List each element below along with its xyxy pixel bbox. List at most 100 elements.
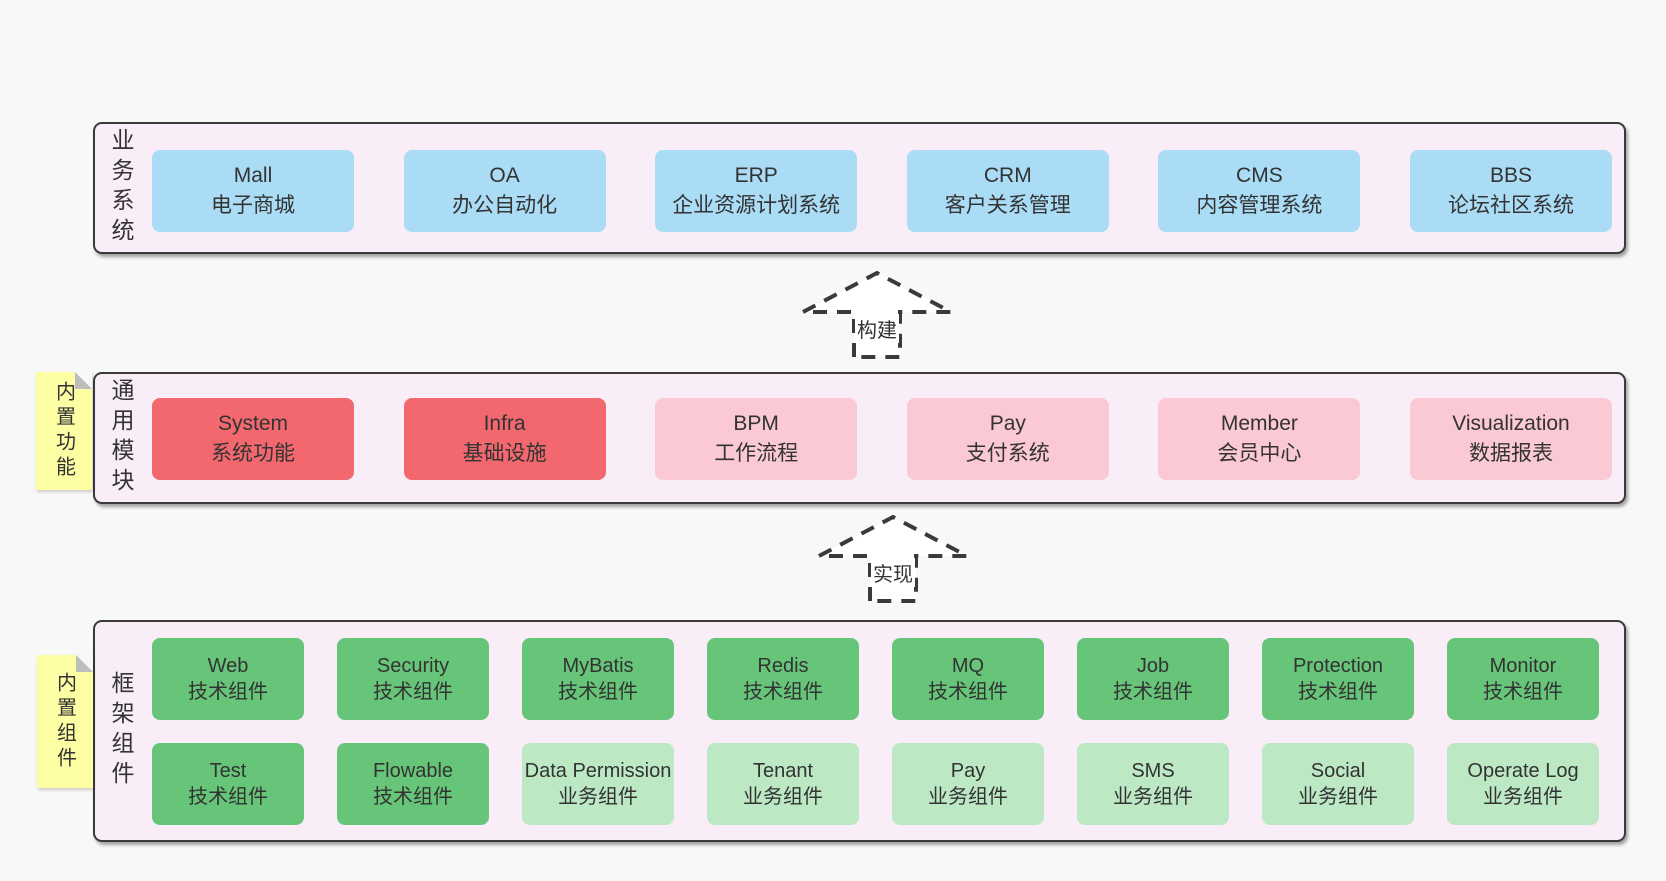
module-box-mq: MQ 技术组件	[892, 638, 1044, 720]
module-subtitle: 业务组件	[558, 786, 638, 808]
module-title: BBS	[1489, 164, 1532, 187]
layer-business-label: 业务系统	[108, 128, 134, 248]
module-box-pay: Pay 支付系统	[906, 398, 1109, 480]
module-title: Data Permission	[524, 760, 672, 782]
module-title: Mall	[233, 164, 273, 187]
module-box-infra: Infra 基础设施	[403, 398, 606, 480]
module-subtitle: 业务组件	[743, 786, 823, 808]
arrow-build-label: 构建	[855, 314, 899, 343]
module-subtitle: 内容管理系统	[1196, 194, 1323, 217]
module-title: Member	[1220, 412, 1298, 435]
module-subtitle: 业务组件	[1483, 786, 1563, 808]
module-subtitle: 业务组件	[1298, 786, 1378, 808]
module-title: Infra	[483, 412, 526, 435]
layer-common-modules: 通用模块 System 系统功能 Infra 基础设施 BPM 工作流程 Pay 支付系统 Me…	[93, 372, 1626, 504]
module-subtitle: 技术组件	[188, 786, 268, 808]
sticky-fold-icon	[76, 655, 93, 672]
module-box-crm: CRM 客户关系管理	[906, 150, 1109, 232]
module-subtitle: 系统功能	[211, 442, 295, 465]
module-box-web: Web 技术组件	[152, 638, 304, 720]
module-title: OA	[489, 164, 520, 187]
module-box-cms: CMS 内容管理系统	[1158, 150, 1361, 232]
layer-framework-label: 框架组件	[108, 671, 134, 791]
module-title: System	[217, 412, 288, 435]
module-box-protection: Protection 技术组件	[1262, 638, 1414, 720]
sticky-builtin-components-label: 内置组件	[53, 671, 76, 772]
module-box-bpm: BPM 工作流程	[655, 398, 858, 480]
module-box-visualization: Visualization 数据报表	[1409, 398, 1612, 480]
module-subtitle: 技术组件	[373, 786, 453, 808]
module-subtitle: 技术组件	[743, 681, 823, 703]
module-title: Redis	[757, 655, 809, 677]
arrow-implement-label: 实现	[871, 558, 915, 587]
arrow-build: 构建	[797, 268, 957, 361]
module-subtitle: 技术组件	[1483, 681, 1563, 703]
module-box-job: Job 技术组件	[1077, 638, 1229, 720]
module-title: SMS	[1131, 760, 1175, 782]
module-title: Web	[207, 655, 249, 677]
module-box-data-permission: Data Permission 业务组件	[522, 743, 674, 825]
module-subtitle: 客户关系管理	[944, 194, 1071, 217]
module-title: Pay	[950, 760, 986, 782]
module-title: Security	[376, 655, 450, 677]
module-title: ERP	[734, 164, 778, 187]
sticky-fold-icon	[75, 372, 92, 389]
module-subtitle: 支付系统	[965, 442, 1050, 465]
module-subtitle: 业务组件	[928, 786, 1008, 808]
module-title: Job	[1136, 655, 1170, 677]
module-title: Pay	[989, 412, 1026, 435]
module-subtitle: 会员中心	[1217, 442, 1302, 465]
module-box-system: System 系统功能	[152, 398, 354, 480]
module-box-social: Social 业务组件	[1262, 743, 1414, 825]
module-subtitle: 技术组件	[188, 681, 268, 703]
module-box-member: Member 会员中心	[1158, 398, 1361, 480]
module-subtitle: 技术组件	[1113, 681, 1193, 703]
sticky-note-builtin-features: 内置功能	[36, 372, 92, 490]
module-box-bbs: BBS 论坛社区系统	[1409, 150, 1612, 232]
module-subtitle: 技术组件	[558, 681, 638, 703]
module-box-test: Test 技术组件	[152, 743, 304, 825]
module-subtitle: 技术组件	[373, 681, 453, 703]
module-box-erp: ERP 企业资源计划系统	[655, 150, 858, 232]
module-title: Test	[209, 760, 247, 782]
module-subtitle: 企业资源计划系统	[672, 194, 841, 217]
module-title: MQ	[951, 655, 985, 677]
module-subtitle: 基础设施	[462, 442, 547, 465]
module-subtitle: 技术组件	[928, 681, 1008, 703]
common-module-row: System 系统功能 Infra 基础设施 BPM 工作流程 Pay 支付系统 Member 会…	[152, 398, 1612, 480]
layer-business-systems: 业务系统 Mall 电子商城 OA 办公自动化 ERP 企业资源计划系统 CRM 客户关系管理…	[93, 122, 1626, 254]
module-subtitle: 工作流程	[714, 442, 799, 465]
arrow-implement: 实现	[813, 512, 973, 605]
module-title: Protection	[1292, 655, 1384, 677]
module-subtitle: 技术组件	[1298, 681, 1378, 703]
module-title: Tenant	[752, 760, 814, 782]
module-title: Social	[1310, 760, 1366, 782]
module-box-operate-log: Operate Log 业务组件	[1447, 743, 1599, 825]
module-title: CRM	[983, 164, 1032, 187]
module-box-pay: Pay 业务组件	[892, 743, 1044, 825]
module-box-security: Security 技术组件	[337, 638, 489, 720]
module-title: Operate Log	[1467, 760, 1579, 782]
module-box-mybatis: MyBatis 技术组件	[522, 638, 674, 720]
layer-common-label: 通用模块	[108, 378, 134, 498]
module-title: Monitor	[1489, 655, 1557, 677]
module-title: MyBatis	[562, 655, 634, 677]
module-title: Visualization	[1452, 412, 1570, 435]
module-subtitle: 电子商城	[211, 194, 295, 217]
module-box-tenant: Tenant 业务组件	[707, 743, 859, 825]
module-subtitle: 业务组件	[1113, 786, 1193, 808]
module-subtitle: 办公自动化	[452, 194, 558, 217]
module-title: BPM	[733, 412, 779, 435]
module-title: CMS	[1236, 164, 1283, 187]
module-box-monitor: Monitor 技术组件	[1447, 638, 1599, 720]
module-subtitle: 数据报表	[1468, 442, 1553, 465]
business-module-row: Mall 电子商城 OA 办公自动化 ERP 企业资源计划系统 CRM 客户关系管理 CMS 内容…	[152, 150, 1612, 232]
module-box-redis: Redis 技术组件	[707, 638, 859, 720]
module-box-oa: OA 办公自动化	[403, 150, 606, 232]
module-box-mall: Mall 电子商城	[152, 150, 354, 232]
module-subtitle: 论坛社区系统	[1447, 194, 1574, 217]
